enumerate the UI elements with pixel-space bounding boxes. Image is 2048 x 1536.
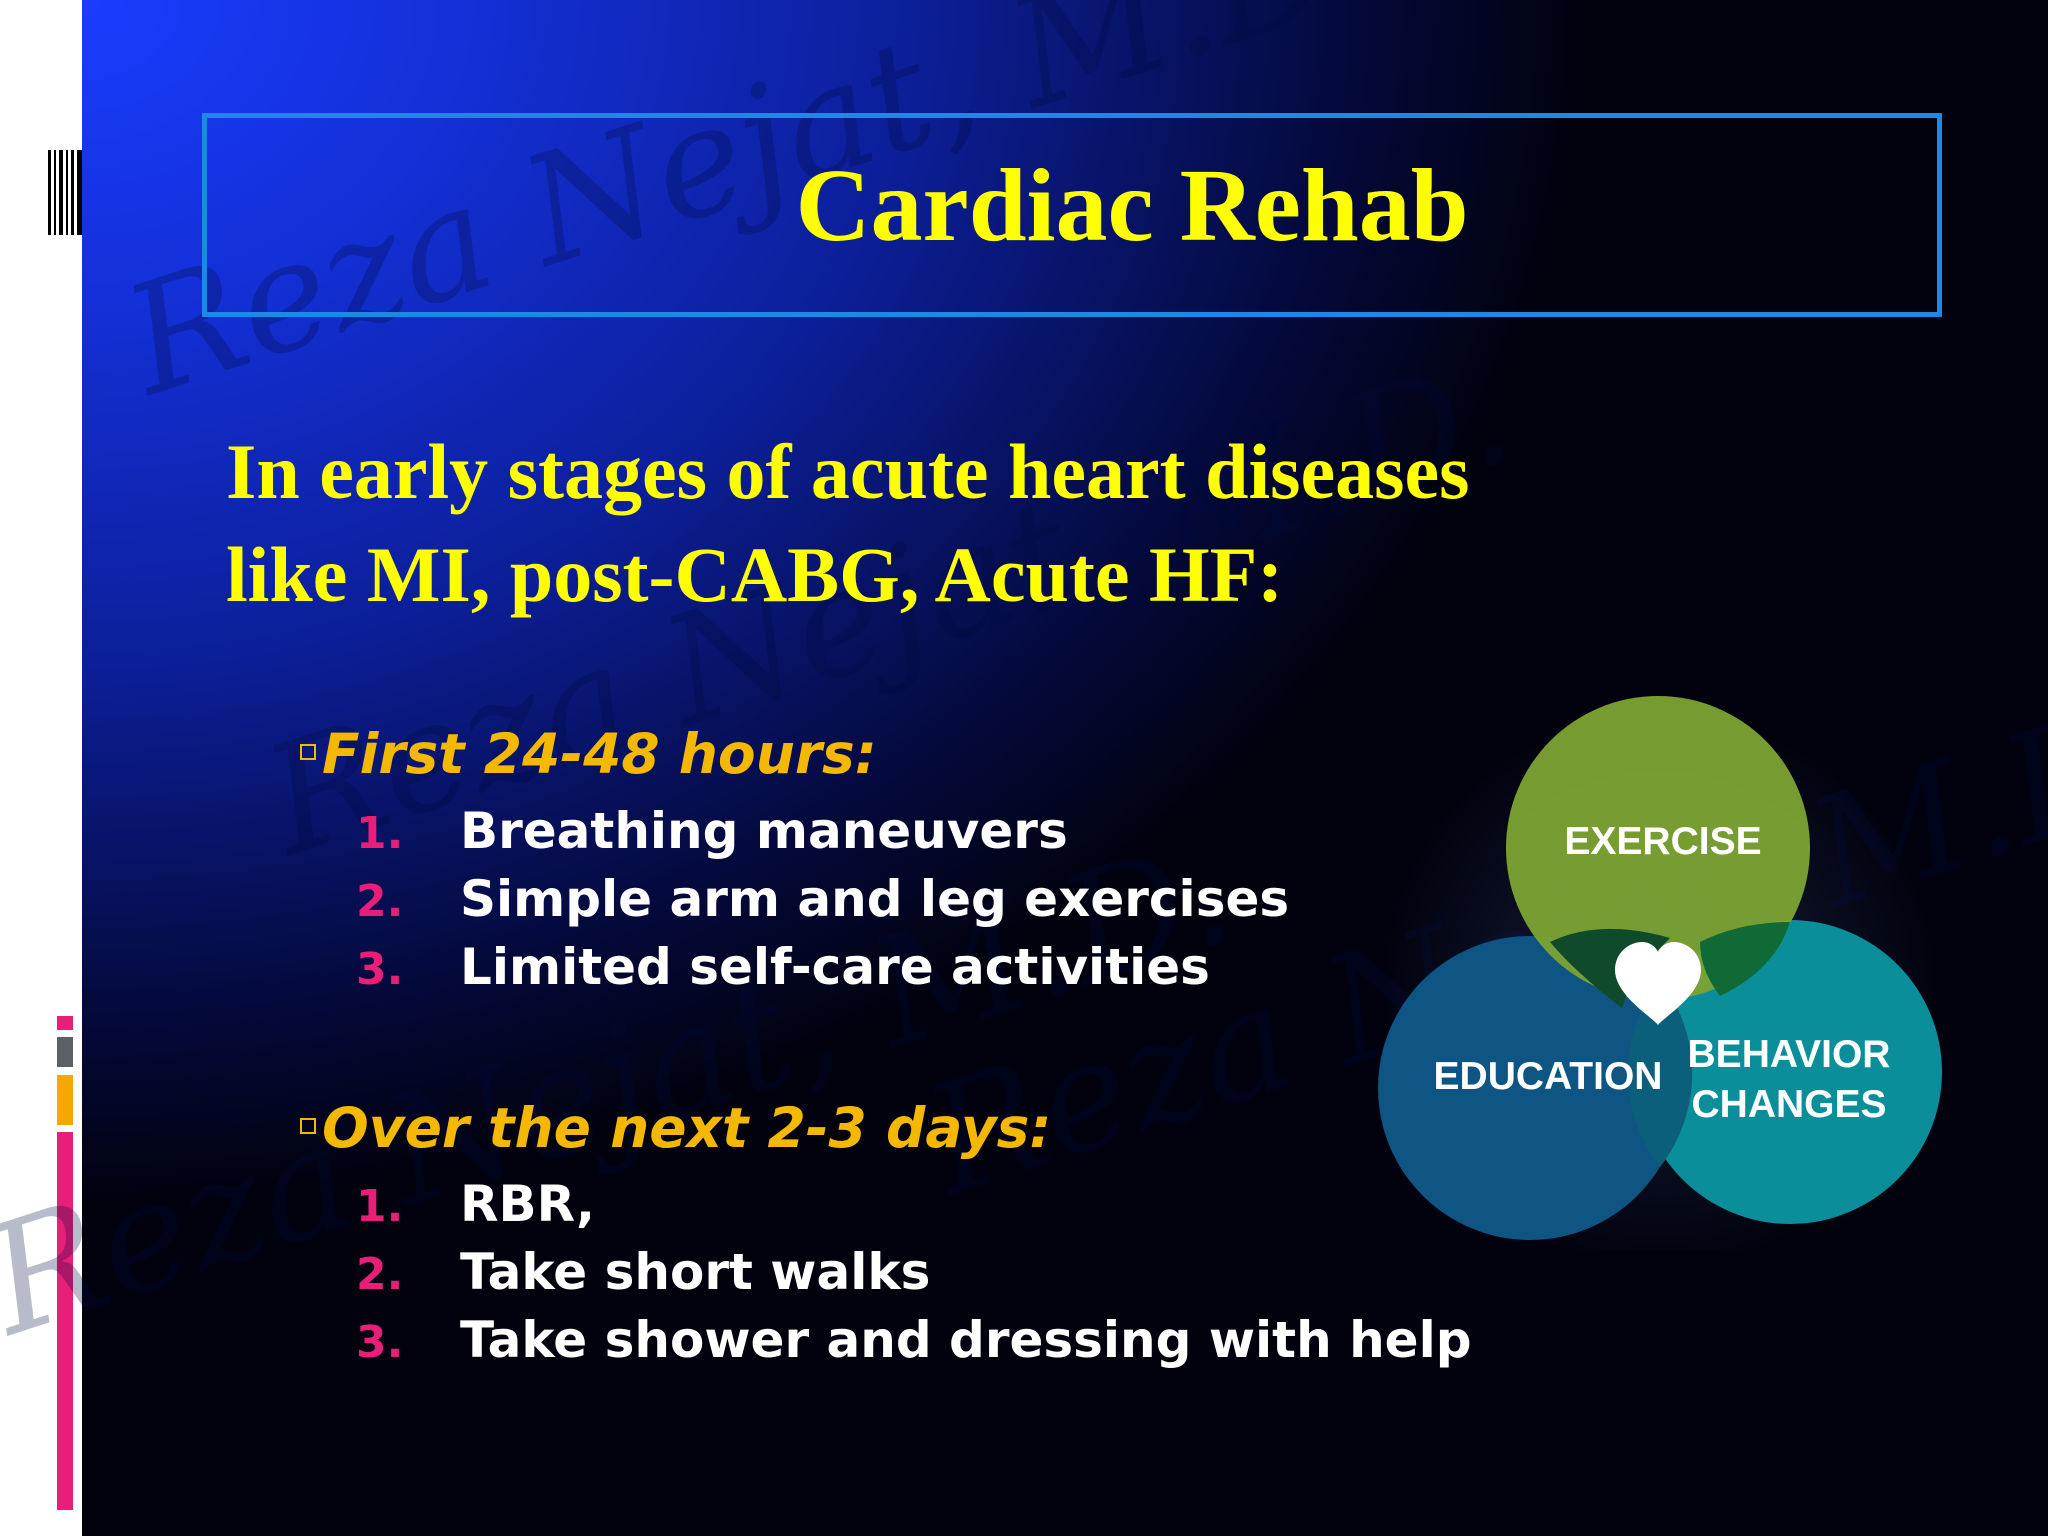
item-text: Breathing maneuvers xyxy=(460,802,1068,860)
behavior-circle xyxy=(1638,920,1942,1224)
behavior-label-line2: CHANGES xyxy=(1691,1083,1887,1126)
item-number: 2. xyxy=(356,876,404,927)
exercise-circle xyxy=(1506,696,1810,1000)
item-number: 1. xyxy=(356,1181,404,1232)
behavior-label-line1: BEHAVIOR xyxy=(1687,1033,1891,1076)
exercise-label: EXERCISE xyxy=(1564,820,1762,863)
section-heading: First 24-48 hours: xyxy=(300,722,877,786)
education-circle xyxy=(1378,936,1682,1240)
item-number: 3. xyxy=(356,1317,404,1368)
education-behavior-overlap xyxy=(1627,980,1693,1167)
section-heading: Over the next 2-3 days: xyxy=(300,1096,1051,1160)
item-text: Take short walks xyxy=(460,1243,931,1301)
section-list: 1. RBR, 2. Take short walks 3. Take shower … xyxy=(356,1170,1472,1374)
square-bullet-icon xyxy=(300,743,316,760)
exercise-behavior-overlap xyxy=(1700,922,1790,996)
slide-title: Cardiac Rehab xyxy=(795,148,1469,263)
behavior-changes-label: BEHAVIOR CHANGES xyxy=(1678,1030,1900,1130)
section-list: 1. Breathing maneuvers 2. Simple arm and l… xyxy=(356,797,1289,1001)
accent-bar-pink xyxy=(57,1132,73,1510)
rehab-venn-diagram: EXERCISE EDUCATION BEHAVIOR CHANGES xyxy=(1370,690,1950,1250)
intro-text: In early stages of acute heart diseases … xyxy=(226,428,1470,618)
item-number: 3. xyxy=(356,944,404,995)
list-item: 1. RBR, xyxy=(356,1170,1472,1238)
square-bullet-icon xyxy=(300,1117,316,1134)
item-text: Limited self-care activities xyxy=(460,938,1210,996)
list-item: 3. Take shower and dressing with help xyxy=(356,1306,1472,1374)
list-item: 2. Simple arm and leg exercises xyxy=(356,865,1289,933)
list-item: 1. Breathing maneuvers xyxy=(356,797,1289,865)
accent-bar-pink-small xyxy=(57,1016,73,1030)
left-margin-strip xyxy=(0,0,82,1536)
decorative-lines xyxy=(48,150,82,235)
section-heading-text: First 24-48 hours: xyxy=(322,722,877,786)
item-number: 2. xyxy=(356,1249,404,1300)
item-text: RBR, xyxy=(460,1175,596,1233)
item-text: Simple arm and leg exercises xyxy=(460,870,1290,928)
accent-bar-orange xyxy=(57,1075,73,1125)
section-heading-text: Over the next 2-3 days: xyxy=(322,1096,1052,1160)
item-number: 1. xyxy=(356,808,404,859)
title-frame: Cardiac Rehab xyxy=(202,113,1942,317)
education-label: EDUCATION xyxy=(1433,1055,1663,1098)
heart-icon xyxy=(1615,942,1701,1025)
venn-graphic xyxy=(1378,696,1942,1250)
accent-bar-gray xyxy=(57,1037,73,1067)
list-item: 3. Limited self-care activities xyxy=(356,933,1289,1001)
item-text: Take shower and dressing with help xyxy=(460,1311,1472,1369)
list-item: 2. Take short walks xyxy=(356,1238,1472,1306)
